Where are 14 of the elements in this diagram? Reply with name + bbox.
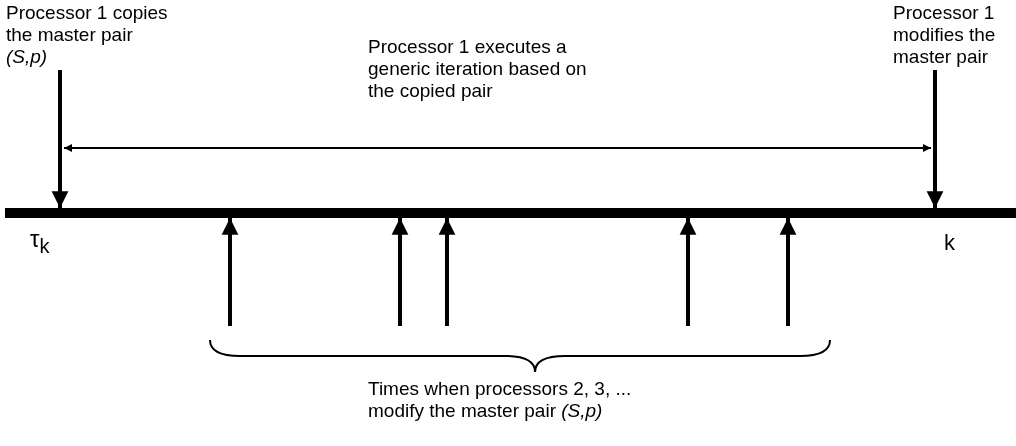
brace-description: Times when processors 2, 3, ... modify the master pair (S,p) bbox=[368, 378, 633, 422]
span-description: Processor 1 executes a generic iteration based on the copied pair bbox=[368, 36, 588, 102]
timeline-bar bbox=[5, 208, 1016, 218]
arrow bbox=[779, 218, 797, 326]
arrow bbox=[679, 218, 697, 326]
arrow bbox=[391, 218, 409, 326]
arrow bbox=[51, 70, 69, 208]
arrow bbox=[438, 218, 456, 326]
annotation-text: Processor 1 copies the master pair (S,p) bbox=[6, 2, 176, 68]
time-label: k bbox=[944, 230, 955, 256]
arrow bbox=[926, 70, 944, 208]
annotation-text: Processor 1 modifies the master pair bbox=[893, 2, 1016, 68]
arrow bbox=[221, 218, 239, 326]
time-label: τ$_{k}$ bbox=[30, 226, 50, 259]
